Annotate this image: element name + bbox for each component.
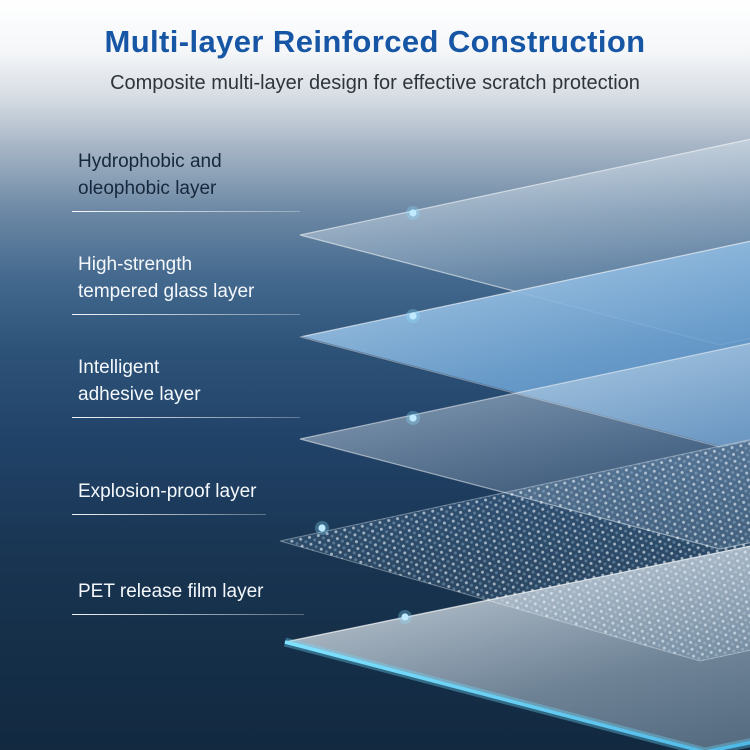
layer-label-line: Intelligent (78, 357, 160, 378)
leader-line (72, 211, 300, 212)
layer-label-line: oleophobic layer (78, 178, 217, 199)
layer-label-tempered-glass: High-strength tempered glass layer (72, 251, 300, 315)
connector-dot (398, 610, 412, 624)
layer-label-line: PET release film layer (78, 581, 264, 602)
layer-label-pet-film: PET release film layer (72, 578, 304, 615)
leader-line (72, 417, 300, 418)
layer-label-explosion-proof: Explosion-proof layer (72, 478, 266, 515)
leader-line (72, 614, 304, 615)
layer-label-line: Hydrophobic and (78, 151, 222, 172)
connector-dot (406, 309, 420, 323)
layer-label-line: adhesive layer (78, 384, 201, 405)
layer-label-line: Explosion-proof layer (78, 481, 257, 502)
connector-dot (315, 521, 329, 535)
header: Multi-layer Reinforced Construction Comp… (0, 0, 750, 95)
layer-label-line: tempered glass layer (78, 281, 255, 302)
page-subtitle: Composite multi-layer design for effecti… (110, 72, 640, 94)
layer-label-line: High-strength (78, 254, 193, 275)
page-title: Multi-layer Reinforced Construction (104, 24, 646, 59)
pet-edge-highlight (284, 640, 750, 750)
layer-label-hydrophobic: Hydrophobic and oleophobic layer (72, 148, 300, 212)
leader-line (72, 514, 266, 515)
connector-dot (406, 411, 420, 425)
connector-dot (406, 206, 420, 220)
leader-line (72, 314, 300, 315)
layer-label-adhesive: Intelligent adhesive layer (72, 354, 300, 418)
